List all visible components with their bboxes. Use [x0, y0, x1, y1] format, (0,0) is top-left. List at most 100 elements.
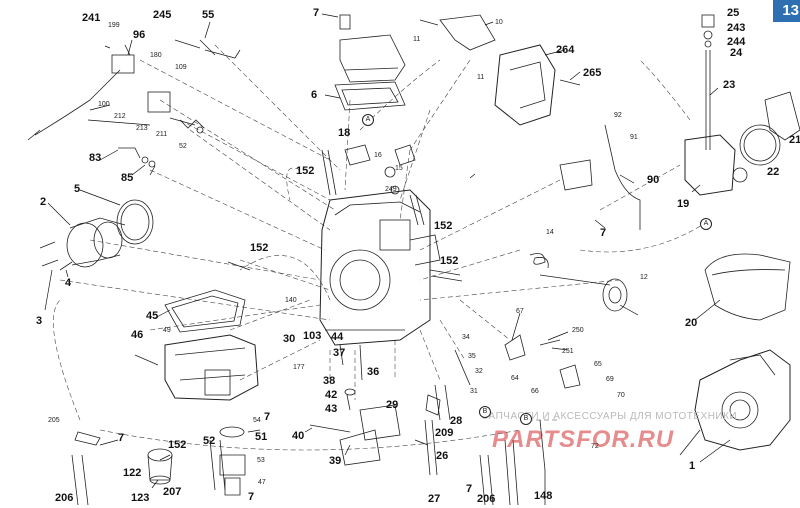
part-label-7-bottom: 7 — [248, 491, 255, 503]
part-label-7-right: 7 — [600, 227, 607, 239]
part-label-29: 29 — [386, 399, 399, 411]
callout-a-top: A — [362, 114, 374, 126]
part-label-245: 245 — [153, 9, 172, 21]
part-label-23: 23 — [723, 79, 736, 91]
part-label-40: 40 — [292, 430, 305, 442]
part-label-7-hose: 7 — [466, 483, 473, 495]
part-label-16: 16 — [374, 152, 382, 159]
part-label-26: 26 — [436, 450, 449, 462]
part-label-64: 64 — [511, 375, 519, 382]
part-label-66: 66 — [531, 388, 539, 395]
part-label-52-bowl: 52 — [203, 435, 216, 447]
part-label-36: 36 — [367, 366, 380, 378]
part-label-11-top: 11 — [413, 36, 421, 43]
part-label-243: 243 — [727, 22, 746, 34]
part-label-85: 85 — [121, 172, 134, 184]
part-label-5: 5 — [74, 183, 81, 195]
watermark-text: ЗАПЧАСТИ И АКСЕССУАРЫ ДЛЯ МОТОТЕХНИКИ — [482, 411, 738, 422]
part-label-12: 12 — [640, 274, 648, 281]
part-label-4: 4 — [65, 277, 72, 289]
part-label-92: 92 — [614, 112, 622, 119]
part-label-265: 265 — [583, 67, 602, 79]
part-label-10: 10 — [495, 19, 503, 26]
part-label-177: 177 — [293, 364, 305, 371]
part-label-152-left: 152 — [250, 242, 269, 254]
part-label-31: 31 — [470, 388, 478, 395]
part-label-20: 20 — [685, 317, 698, 329]
part-label-11-mid: 11 — [477, 74, 485, 81]
page-number-badge: 13 — [773, 0, 800, 22]
part-label-21: 21 — [789, 134, 800, 146]
callout-b-right: B — [520, 413, 532, 425]
part-label-205: 205 — [48, 417, 60, 424]
part-label-69: 69 — [606, 376, 614, 383]
part-label-19: 19 — [677, 198, 690, 210]
part-label-7-top: 7 — [313, 7, 320, 19]
part-label-7-bowl: 7 — [118, 432, 125, 444]
part-label-3: 3 — [36, 315, 43, 327]
part-label-140: 140 — [285, 297, 297, 304]
part-label-7-side: 7 — [264, 411, 271, 423]
part-label-39: 39 — [329, 455, 342, 467]
part-label-54: 54 — [253, 417, 261, 424]
part-label-6: 6 — [311, 89, 318, 101]
part-label-250: 250 — [572, 327, 584, 334]
part-label-45: 45 — [146, 310, 159, 322]
part-label-22: 22 — [767, 166, 780, 178]
part-label-52-top: 52 — [179, 143, 187, 150]
part-label-249: 249 — [385, 186, 397, 193]
part-label-15: 15 — [395, 165, 403, 172]
part-label-70: 70 — [617, 392, 625, 399]
part-label-244: 244 — [727, 36, 746, 48]
part-label-123: 123 — [131, 492, 150, 504]
part-label-2: 2 — [40, 196, 47, 208]
part-label-30: 30 — [283, 333, 296, 345]
part-label-72: 72 — [591, 443, 599, 450]
part-label-152-bowl: 152 — [168, 439, 187, 451]
part-label-25: 25 — [727, 7, 740, 19]
part-label-37: 37 — [333, 347, 346, 359]
part-label-109: 109 — [175, 64, 187, 71]
part-label-152-lower: 152 — [440, 255, 459, 267]
part-label-91: 91 — [630, 134, 638, 141]
part-label-209: 209 — [435, 427, 454, 439]
part-label-207: 207 — [163, 486, 182, 498]
part-label-65: 65 — [594, 361, 602, 368]
part-label-43: 43 — [325, 403, 338, 415]
part-label-152-right: 152 — [434, 220, 453, 232]
part-label-51: 51 — [255, 431, 268, 443]
part-label-90: 90 — [647, 174, 660, 186]
part-label-96: 96 — [133, 29, 146, 41]
part-label-49: 49 — [163, 327, 171, 334]
part-label-38: 38 — [323, 375, 336, 387]
part-label-206-right: 206 — [477, 493, 496, 505]
part-label-199: 199 — [108, 22, 120, 29]
part-label-18: 18 — [338, 127, 351, 139]
part-label-44: 44 — [331, 331, 344, 343]
part-label-103: 103 — [303, 330, 322, 342]
part-label-251: 251 — [562, 348, 574, 355]
part-label-152-mid: 152 — [296, 165, 315, 177]
part-label-27: 27 — [428, 493, 441, 505]
part-label-100: 100 — [98, 101, 110, 108]
part-label-32: 32 — [475, 368, 483, 375]
part-label-264: 264 — [556, 44, 575, 56]
part-label-122: 122 — [123, 467, 142, 479]
part-label-211: 211 — [156, 131, 168, 138]
part-label-28: 28 — [450, 415, 463, 427]
part-label-212: 212 — [114, 113, 126, 120]
part-label-241: 241 — [82, 12, 101, 24]
callout-b-left: B — [479, 406, 491, 418]
part-label-42: 42 — [325, 389, 338, 401]
part-label-206-left: 206 — [55, 492, 74, 504]
part-label-67: 67 — [516, 308, 524, 315]
part-label-24: 24 — [730, 47, 743, 59]
part-label-47: 47 — [258, 479, 266, 486]
part-label-1: 1 — [689, 460, 696, 472]
part-label-83: 83 — [89, 152, 102, 164]
part-label-53: 53 — [257, 457, 265, 464]
callout-a-right: A — [700, 218, 712, 230]
part-label-46: 46 — [131, 329, 144, 341]
